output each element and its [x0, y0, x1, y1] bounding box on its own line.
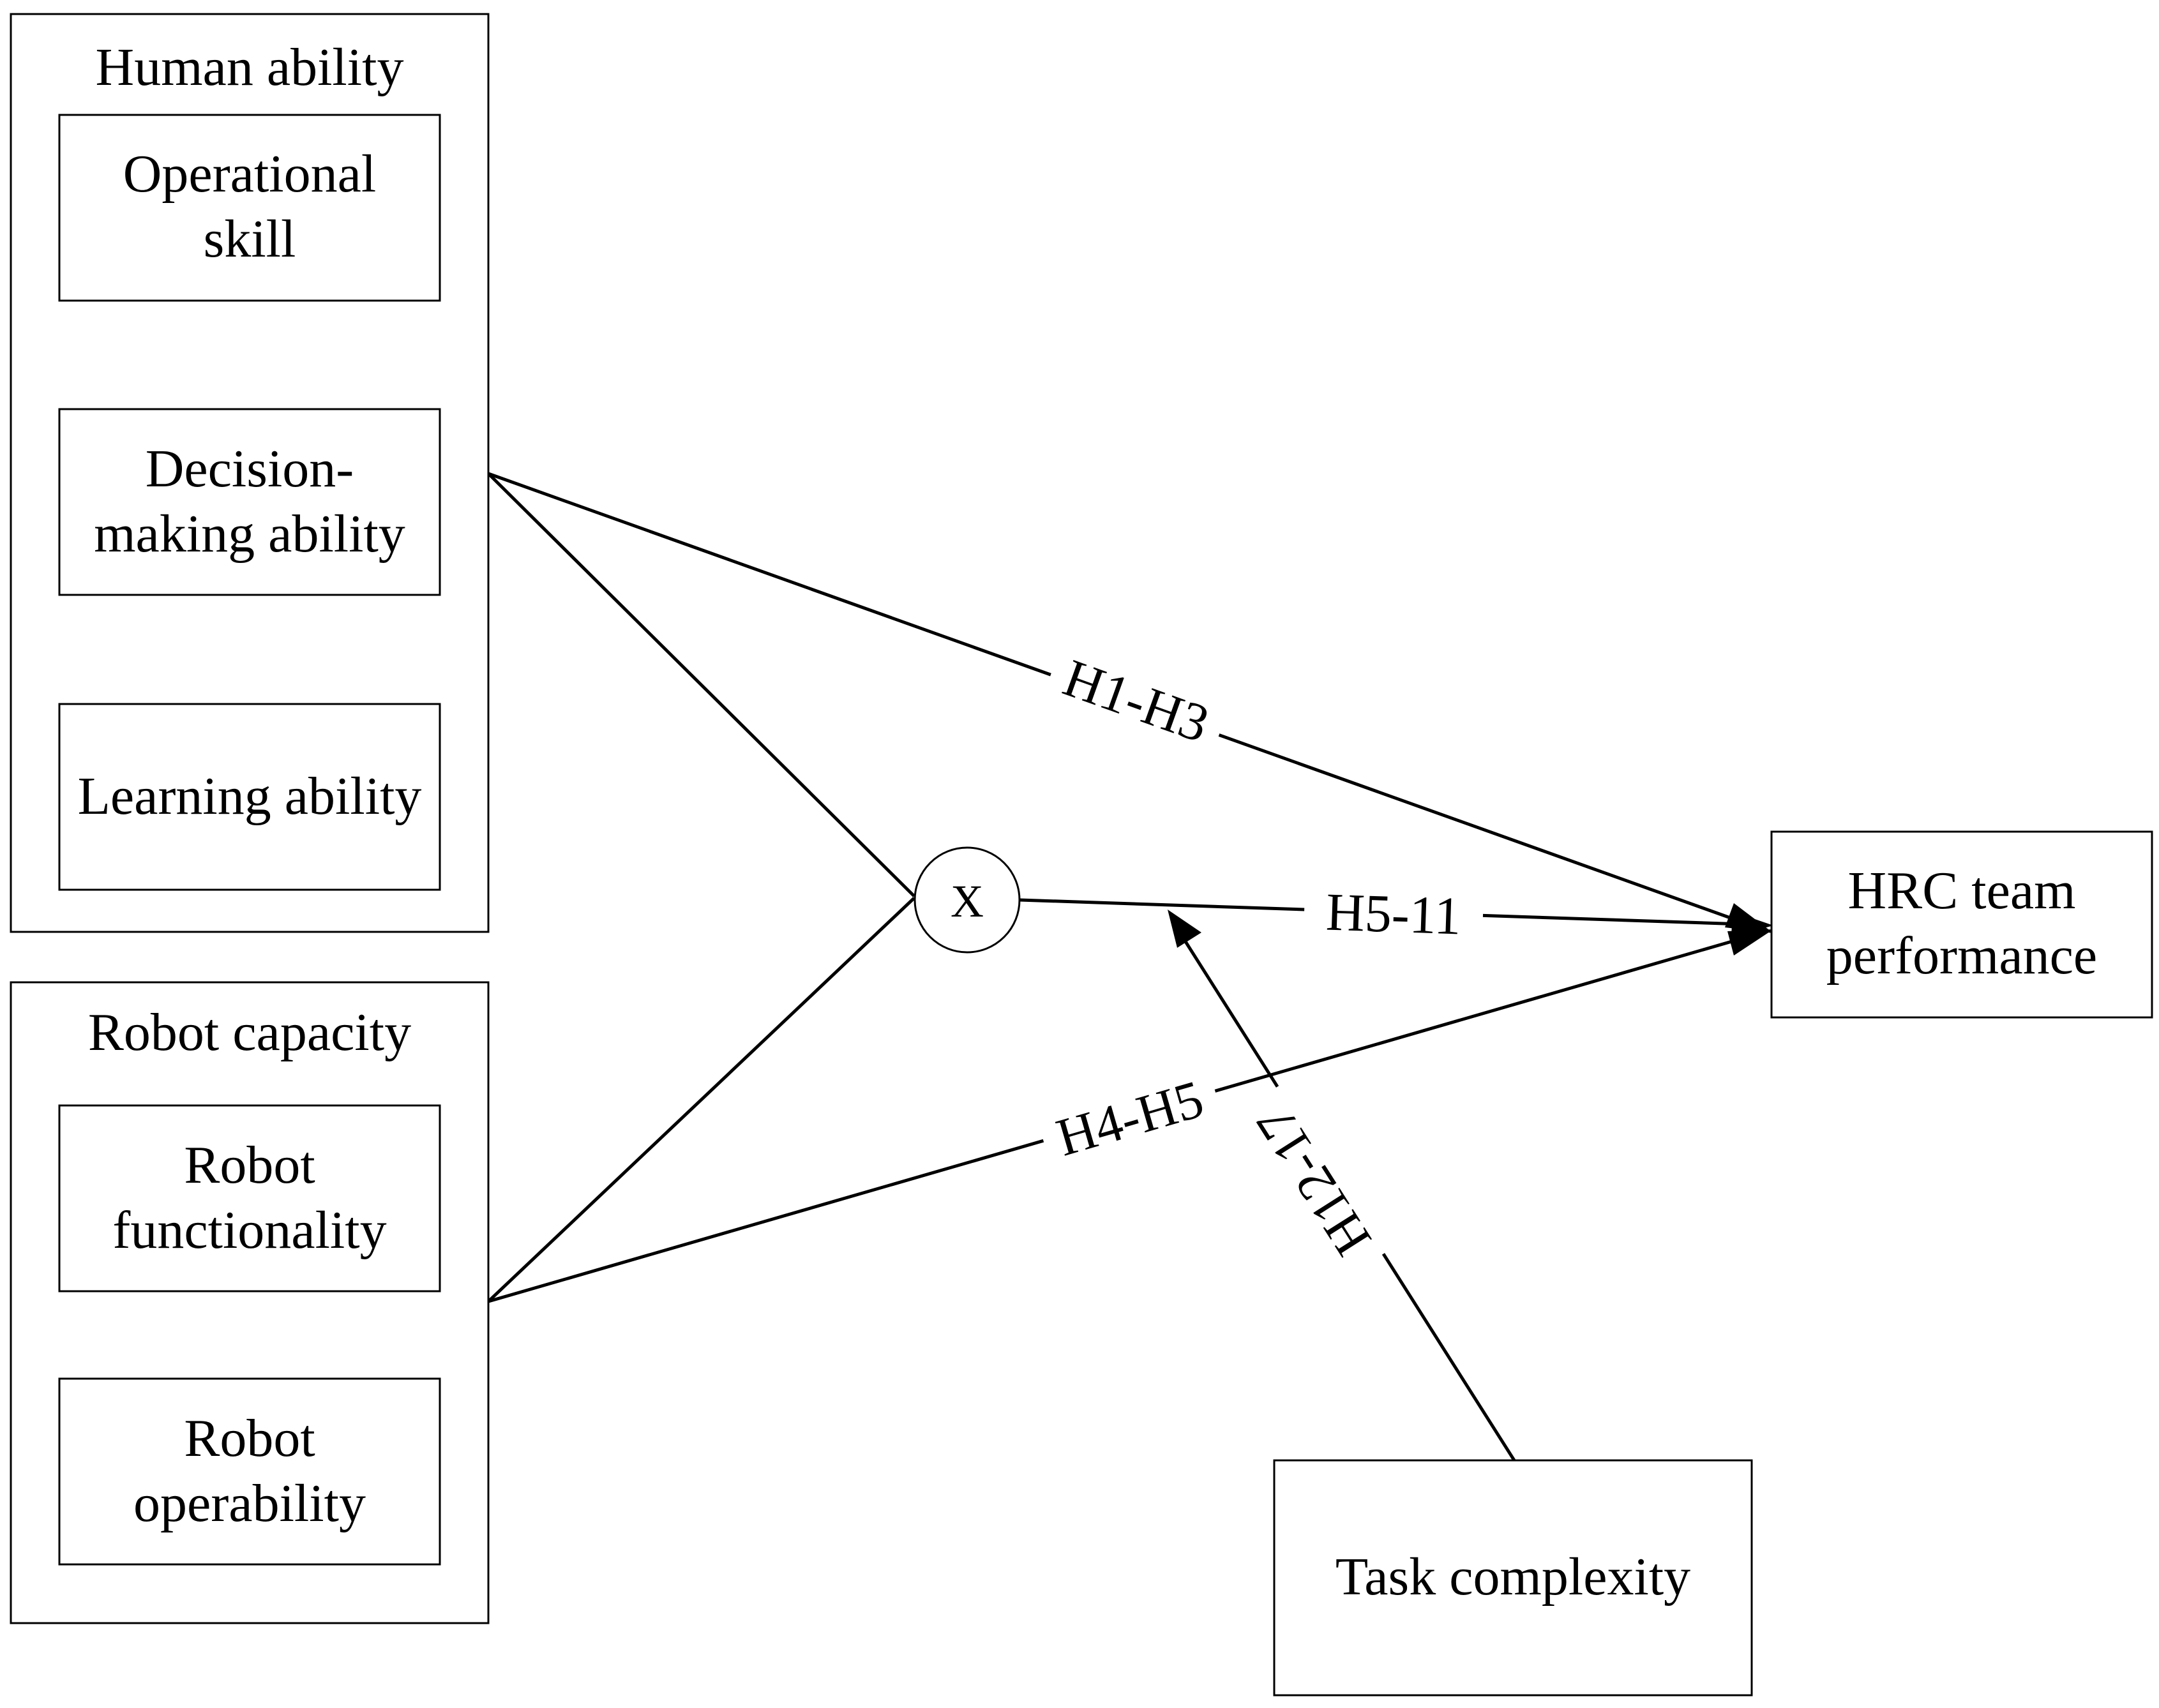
hrc-team-performance-line2: performance: [1826, 926, 2097, 985]
edge-label-h12-17: H12-17: [1230, 1084, 1387, 1284]
decision-making-ability-box: [58, 408, 441, 596]
robot-functionality-line2: functionality: [112, 1201, 386, 1260]
arrowhead-interaction-performance: [1731, 911, 1773, 937]
edge-label-h5-11: H5-11: [1303, 875, 1484, 947]
robot-operability-box: [58, 1377, 441, 1566]
operational-skill-line1: Operational: [123, 144, 377, 204]
robot-capacity-title: Robot capacity: [88, 1003, 411, 1062]
edge-human-to-interaction: [487, 472, 915, 897]
hrc-team-performance-line1: HRC team: [1848, 861, 2076, 920]
interaction-symbol: X: [951, 876, 984, 927]
interaction-node: [914, 846, 1021, 954]
human-ability-title: Human ability: [96, 38, 404, 97]
edge-robot-to-interaction: [487, 897, 915, 1303]
hrc-team-performance-box: [1770, 830, 2153, 1019]
decision-making-line2: making ability: [94, 504, 405, 564]
operational-skill-line2: skill: [204, 209, 296, 269]
learning-ability-box: [58, 703, 441, 891]
operational-skill-box: [58, 114, 441, 302]
robot-functionality-box: [58, 1104, 441, 1292]
arrowhead-moderation: [1168, 910, 1201, 948]
robot-operability-line1: Robot: [184, 1409, 315, 1468]
robot-functionality-line1: Robot: [184, 1135, 315, 1195]
task-complexity-label: Task complexity: [1335, 1547, 1690, 1607]
edge-label-h5-11-text: H5-11: [1325, 883, 1462, 947]
decision-making-line1: Decision-: [146, 439, 354, 498]
edge-label-h1-h3: H1-H3: [1044, 637, 1233, 754]
learning-ability-label: Learning ability: [78, 767, 422, 826]
edge-label-h4-h5: H4-H5: [1034, 1059, 1222, 1168]
robot-operability-line2: operability: [133, 1474, 366, 1533]
arrowhead-robot-performance: [1727, 929, 1773, 955]
task-complexity-box: [1273, 1459, 1753, 1697]
